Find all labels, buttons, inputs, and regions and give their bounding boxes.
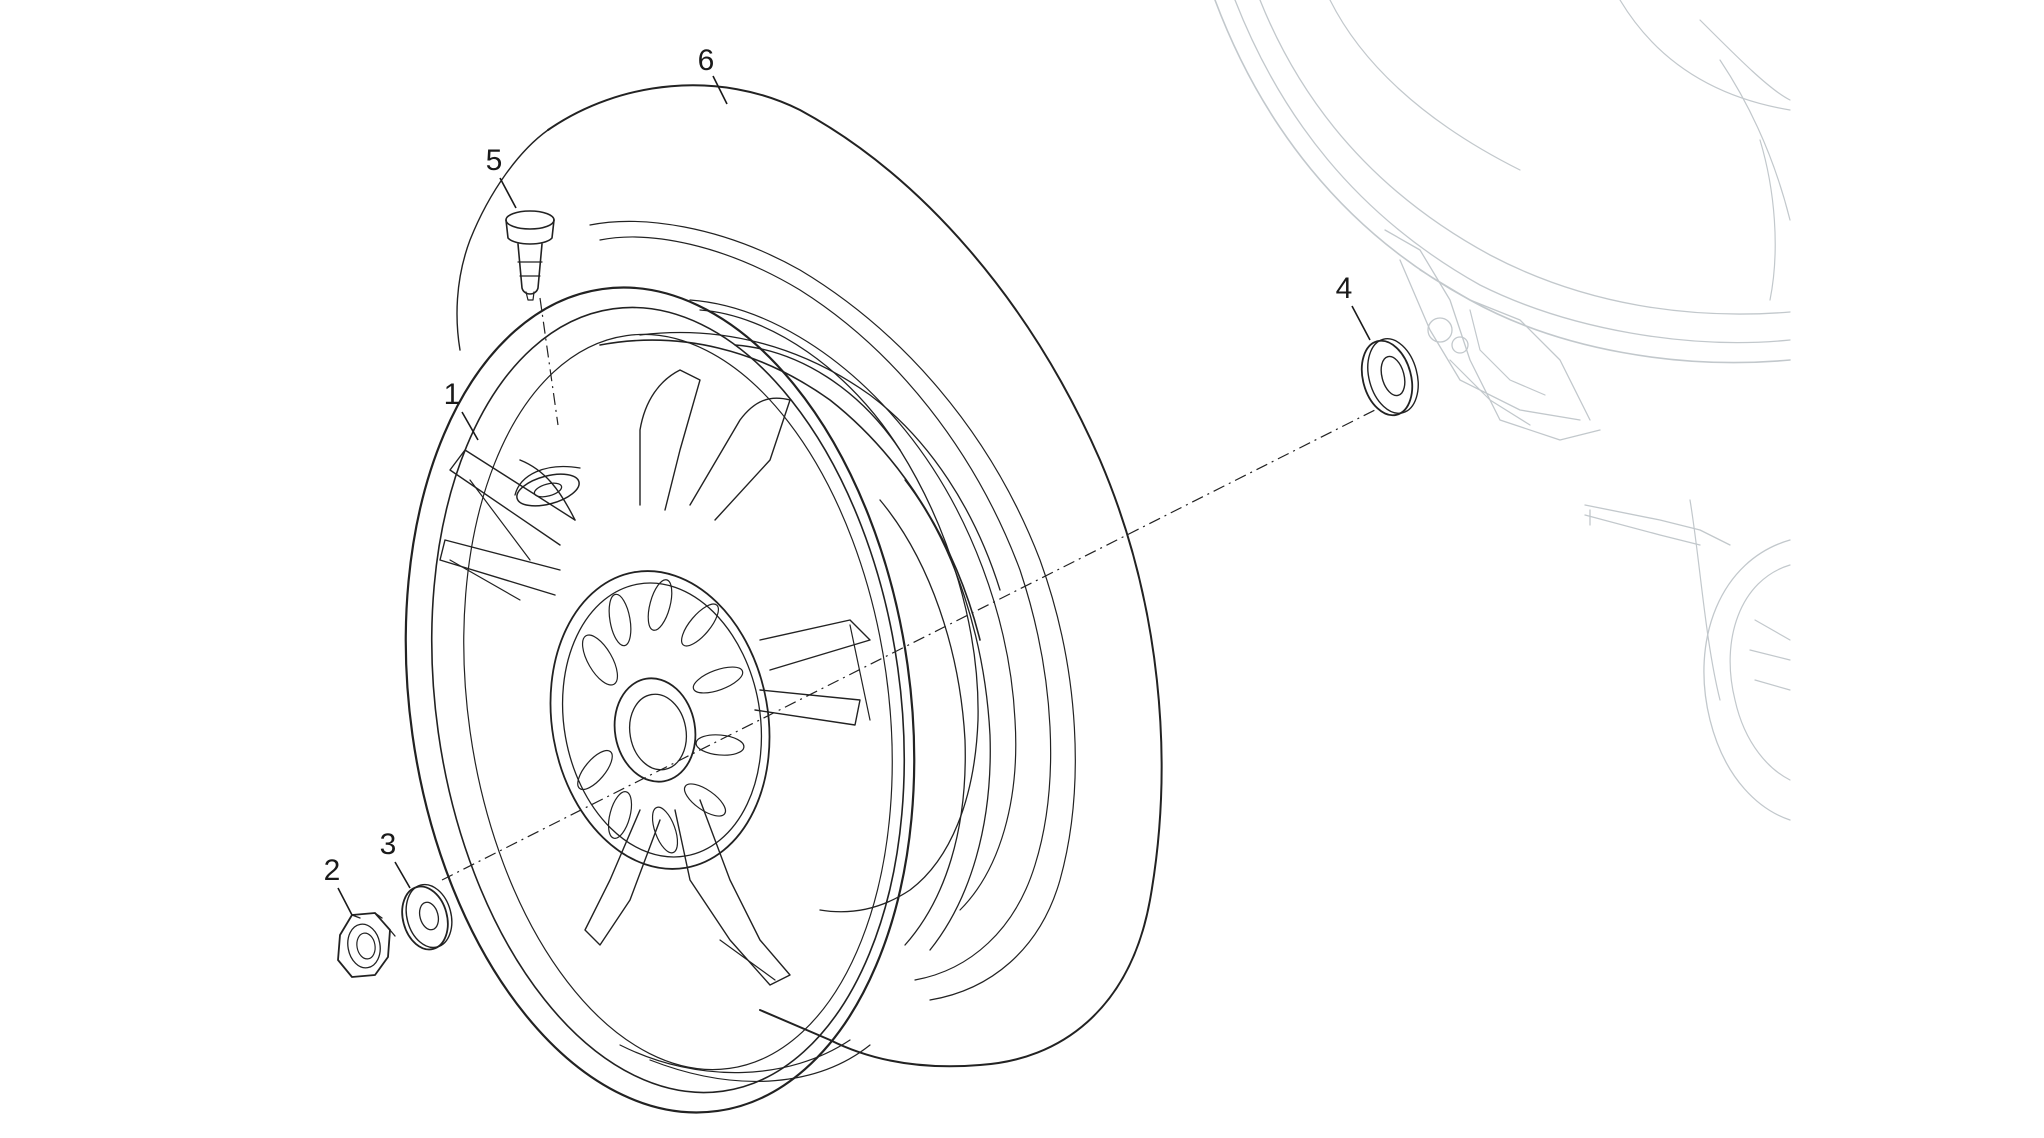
- washer-part-3: [401, 883, 453, 951]
- leader-5: [499, 177, 517, 209]
- rim-spokes: [439, 369, 871, 986]
- callout-4: 4: [1336, 272, 1353, 305]
- wheel-rim-part-1: [404, 286, 1001, 1114]
- callout-5: 5: [486, 144, 503, 177]
- callout-1: 1: [444, 378, 461, 411]
- callout-3: 3: [380, 828, 397, 861]
- tire-part-6: [456, 84, 1163, 1068]
- callout-2: 2: [324, 854, 341, 887]
- leader-3: [394, 861, 411, 889]
- leader-1: [461, 411, 479, 441]
- assembly-axes: [441, 297, 1376, 881]
- leader-lines: [337, 75, 1371, 916]
- callout-labels: 1 2 3 4 5 6: [324, 44, 1353, 887]
- nut-part-2: [337, 912, 396, 978]
- callout-6: 6: [698, 44, 715, 77]
- leader-4: [1351, 305, 1371, 341]
- valve-stem-part-5: [505, 210, 555, 301]
- leader-2: [337, 887, 353, 916]
- spacer-ring-part-4: [1360, 338, 1419, 417]
- leader-6: [712, 75, 728, 105]
- rim-hub: [549, 570, 771, 870]
- background-scooter-frame: [1214, 0, 1791, 821]
